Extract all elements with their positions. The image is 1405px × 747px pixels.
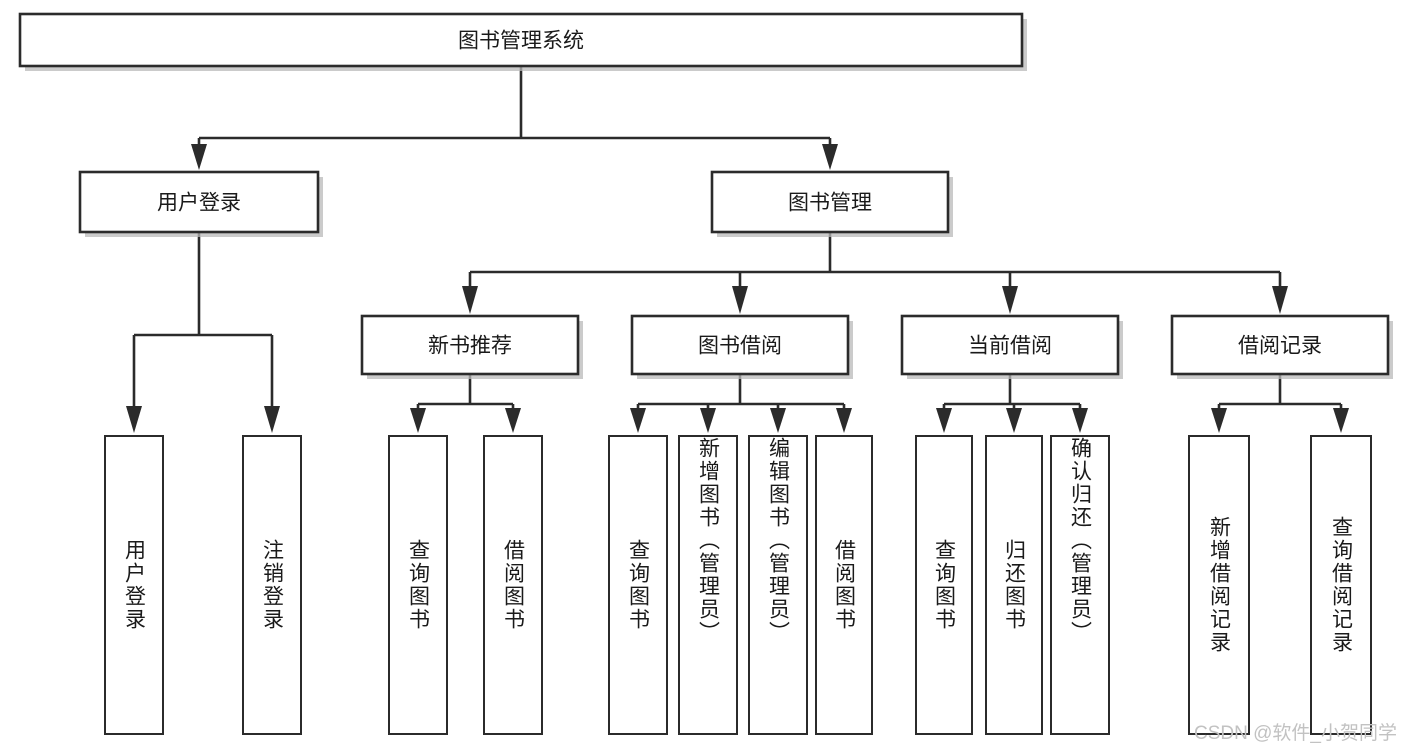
node-root[interactable]: 图书管理系统 [18, 12, 1027, 71]
arrowhead-user-login [191, 144, 207, 170]
arrowhead-leaf-edit-book [770, 408, 786, 433]
leaf-label: 查询图书 [406, 539, 430, 631]
arrowhead-leaf-query-book-rec [410, 408, 426, 433]
leaf-label: 用户登录 [122, 539, 146, 631]
leaf-label: 注销登录 [260, 539, 284, 631]
node-current-borrow[interactable]: 当前借阅 [900, 314, 1123, 379]
leaf-label: 借阅图书 [501, 539, 525, 631]
node-user-login[interactable]: 用户登录 [78, 170, 323, 237]
node-new-book-rec[interactable]: 新书推荐 [360, 314, 583, 379]
node-book-manage[interactable]: 图书管理 [710, 170, 953, 237]
book-borrow-label: 图书借阅 [698, 335, 782, 358]
arrowhead-leaf-query-book-cur [936, 408, 952, 433]
current-borrow-label: 当前借阅 [968, 335, 1052, 358]
arrowhead-current-borrow [1002, 286, 1018, 314]
arrowhead-leaf-user-login [126, 406, 142, 433]
root-label: 图书管理系统 [458, 30, 584, 53]
arrowhead-leaf-return-book [1006, 408, 1022, 433]
arrowhead-leaf-query-book-borrow [630, 408, 646, 433]
arrowhead-leaf-add-record [1211, 408, 1227, 433]
leaf-node-return-book[interactable]: 归还图书 [985, 435, 1043, 735]
new-book-rec-rect[interactable] [360, 314, 580, 376]
leaf-node-borrow-book-rec[interactable]: 借阅图书 [483, 435, 543, 735]
leaf-node-query-book-rec[interactable]: 查询图书 [388, 435, 448, 735]
borrow-record-label: 借阅记录 [1238, 335, 1322, 358]
arrowhead-leaf-query-record [1333, 408, 1349, 433]
arrowhead-book-manage [822, 144, 838, 170]
edge-layer [126, 66, 1349, 433]
csdn-watermark: CSDN @软件_小贺同学 [1194, 723, 1397, 744]
arrowhead-leaf-confirm-return [1072, 408, 1088, 433]
leaf-label: 借阅图书 [832, 539, 856, 631]
leaf-node-user-login[interactable]: 用户登录 [104, 435, 164, 735]
leaf-node-edit-book[interactable]: 编辑图书（管理员） [748, 435, 808, 735]
arrowhead-book-borrow [732, 286, 748, 314]
user-login-rect[interactable] [78, 170, 320, 234]
user-login-label: 用户登录 [157, 192, 241, 215]
arrowhead-new-book-rec [462, 286, 478, 314]
leaf-label: 新增借阅记录 [1207, 516, 1231, 654]
new-book-rec-label: 新书推荐 [428, 335, 512, 358]
leaf-label: 归还图书 [1002, 539, 1026, 631]
leaf-node-confirm-return[interactable]: 确认归还（管理员） [1050, 435, 1110, 735]
leaf-label: 查询图书 [932, 539, 956, 631]
leaf-node-borrow-book[interactable]: 借阅图书 [815, 435, 873, 735]
leaf-label: 编辑图书（管理员） [766, 437, 790, 644]
borrow-record-rect[interactable] [1170, 314, 1390, 376]
leaf-label: 查询借阅记录 [1329, 516, 1353, 654]
leaf-node-add-record[interactable]: 新增借阅记录 [1188, 435, 1250, 735]
book-borrow-rect[interactable] [630, 314, 850, 376]
arrowhead-leaf-borrow-book-rec [505, 408, 521, 433]
arrowhead-leaf-add-book [700, 408, 716, 433]
leaf-node-add-book[interactable]: 新增图书（管理员） [678, 435, 738, 735]
node-book-borrow[interactable]: 图书借阅 [630, 314, 853, 379]
leaf-label: 确认归还（管理员） [1068, 437, 1092, 644]
leaf-label: 新增图书（管理员） [696, 437, 720, 644]
root-rect[interactable] [18, 12, 1024, 68]
book-manage-rect[interactable] [710, 170, 950, 234]
book-manage-label: 图书管理 [788, 192, 872, 215]
arrowhead-borrow-record [1272, 286, 1288, 314]
arrowhead-leaf-logout [264, 406, 280, 433]
node-borrow-record[interactable]: 借阅记录 [1170, 314, 1393, 379]
leaf-label: 查询图书 [626, 539, 650, 631]
leaf-node-query-book-cur[interactable]: 查询图书 [915, 435, 973, 735]
leaf-node-logout[interactable]: 注销登录 [242, 435, 302, 735]
leaf-node-query-record[interactable]: 查询借阅记录 [1310, 435, 1372, 735]
arrowhead-leaf-borrow-book [836, 408, 852, 433]
leaf-node-query-book-borrow[interactable]: 查询图书 [608, 435, 668, 735]
current-borrow-rect[interactable] [900, 314, 1120, 376]
